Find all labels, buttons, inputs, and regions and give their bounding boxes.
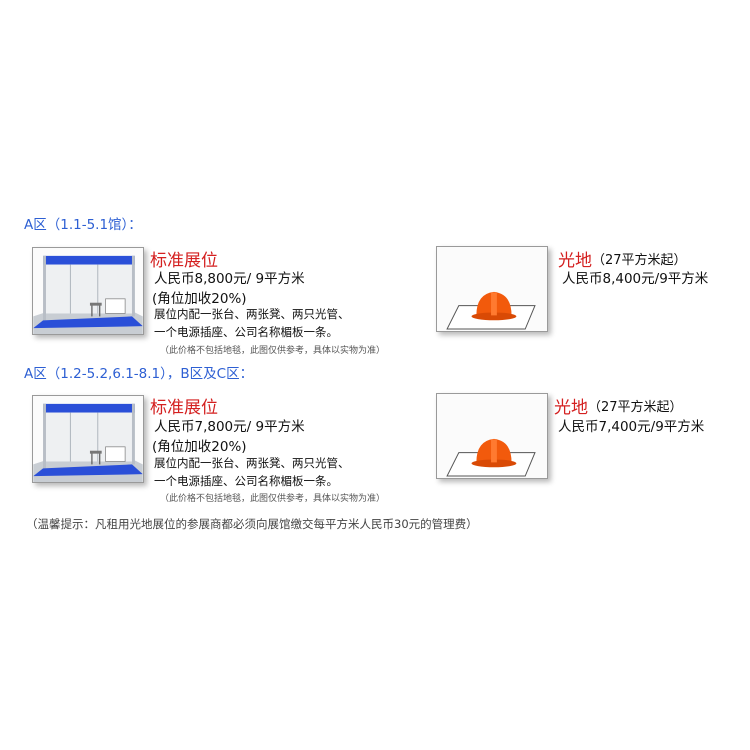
section-b-includes-line1: 展位内配一张台、两张凳、两只光管、 bbox=[154, 456, 350, 470]
section-b-heading: A区（1.2-5.2,6.1-8.1），B区及C区： bbox=[24, 366, 254, 382]
section-a-disclaimer: （此价格不包括地毯，此图仅供参考，具体以实物为准） bbox=[160, 346, 386, 356]
section-b-space-image bbox=[436, 393, 548, 479]
section-b-booth-name: 标准展位 bbox=[150, 398, 218, 418]
section-b-space-price: 人民币7,400元/9平方米 bbox=[558, 419, 705, 435]
section-a-space-price: 人民币8,400元/9平方米 bbox=[562, 271, 709, 287]
section-b-booth-price: 人民币7,800元/ 9平方米 bbox=[154, 419, 305, 435]
section-b-includes-line2: 一个电源插座、公司名称楣板一条。 bbox=[154, 474, 338, 488]
hard-hat-on-floor-icon bbox=[446, 291, 536, 330]
management-fee-tip: （温馨提示：凡租用光地展位的参展商都必须向展馆缴交每平方米人民币30元的管理费） bbox=[26, 517, 478, 531]
standard-booth-icon bbox=[33, 255, 143, 334]
section-b-booth-image bbox=[32, 395, 144, 483]
section-a-includes-line2: 一个电源插座、公司名称楣板一条。 bbox=[154, 325, 338, 339]
section-a-space-area: （27平方米起） bbox=[592, 253, 687, 268]
section-a-corner-surcharge: (角位加收20%) bbox=[152, 291, 247, 307]
section-b-space-name: 光地 bbox=[554, 398, 588, 418]
standard-booth-icon bbox=[33, 403, 143, 482]
section-a-booth-name: 标准展位 bbox=[150, 251, 218, 271]
section-b-disclaimer: （此价格不包括地毯，此图仅供参考，具体以实物为准） bbox=[160, 494, 386, 504]
section-b-corner-surcharge: (角位加收20%) bbox=[152, 439, 247, 455]
section-a-space-name: 光地 bbox=[558, 251, 592, 271]
section-a-heading: A区（1.1-5.1馆）： bbox=[24, 217, 142, 233]
section-a-booth-price: 人民币8,800元/ 9平方米 bbox=[154, 271, 305, 287]
section-a-includes-line1: 展位内配一张台、两张凳、两只光管、 bbox=[154, 307, 350, 321]
section-b-space-area: （27平方米起） bbox=[588, 400, 683, 415]
hard-hat-on-floor-icon bbox=[446, 438, 536, 477]
section-a-booth-image bbox=[32, 247, 144, 335]
section-a-space-image bbox=[436, 246, 548, 332]
